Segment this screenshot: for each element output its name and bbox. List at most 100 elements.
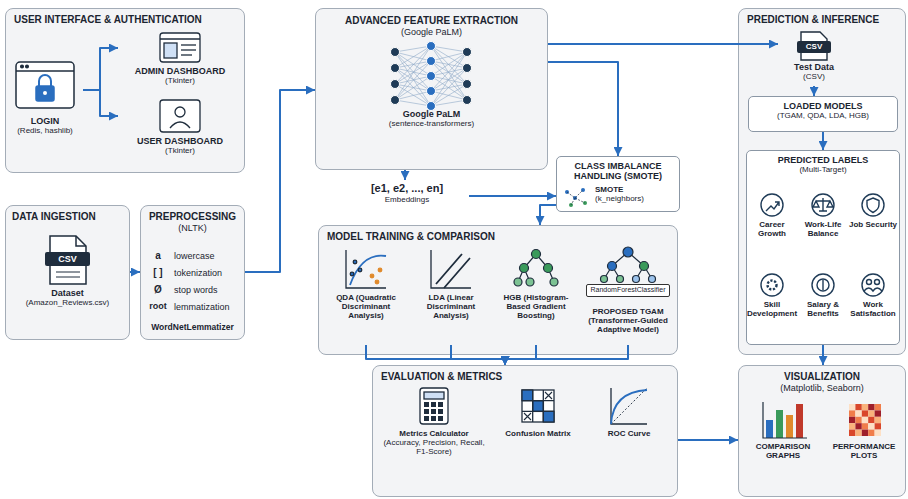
node-text: (CSV) [780,72,848,81]
tgam-tree-icon [601,247,656,283]
node-title: ROC Curve [588,429,670,438]
step-name: lemmatization [174,302,240,312]
process-box: LOADED MODELS(TGAM, QDA, LDA, HGB) [748,96,898,132]
flow-arrow [245,90,315,272]
step-symbol: root [146,301,170,311]
flow-arrow [130,271,140,273]
node-title: DATA INGESTION [12,211,123,223]
node-text: (Google PaLM) [322,27,541,37]
step-symbol: [ ] [146,267,170,279]
predicted-label: Career Growth [746,220,798,238]
comparison-bars-icon [763,402,807,438]
lda-icon [431,250,471,288]
node-text: (Multi-Target) [751,165,895,174]
flow-arrow [548,62,618,156]
flow-arrow [505,345,536,365]
smote-icon [565,188,587,207]
hgb-icon [514,250,558,287]
step-symbol: a [146,250,170,262]
node-title: MODEL TRAINING & COMPARISON [327,231,669,243]
node-text: (Redis, hashlib) [9,126,81,135]
flow-arrow [540,205,556,225]
metric-node: ROC Curve [586,385,672,455]
predicted-label: Skill Development [746,300,798,318]
step-name: lowercase [174,251,240,261]
node-text: WordNetLemmatizer [145,323,240,333]
file-type: CSV [797,41,831,53]
group-panel: EVALUATION & METRICSMetrics Calculator(A… [372,365,678,497]
flow-arrow [83,48,118,90]
node-title: EVALUATION & METRICS [381,371,669,383]
node-text: SMOTE [561,185,675,194]
node-text: Embeddings [347,195,467,204]
step-symbol: Ø [146,284,170,296]
node-title: Test Data [780,62,848,72]
user-dashboard-icon [160,100,200,132]
node-title: HGB (Histogram-Based Gradient Boosting) [496,293,576,321]
flow-arrow [822,345,824,365]
label-icons [761,194,884,296]
node-text: (Accuracy, Precision, Recall, F1-Score) [380,438,488,456]
node-title: [e1, e2, ..., en] [347,182,467,195]
flow-arrow [469,195,556,197]
node-title: PERFORMANCE PLOTS [828,442,900,460]
flow-arrow [548,43,778,45]
confusion-matrix-icon [522,390,554,422]
file-type: CSV [45,252,90,266]
node-text: (Tkinter) [120,146,240,155]
group-panel: MODEL TRAINING & COMPARISON QDA (Quadrati… [318,225,678,355]
node-text: (sentence-transformers) [322,119,541,128]
predicted-label: Job Security [847,220,899,229]
node-title: COMPARISON GRAPHS [746,442,820,460]
node-title: PROPOSED TGAM (Transformer-Guided Adapti… [582,307,674,335]
flow-arrow [813,86,815,96]
node-title: PREDICTION & INFERENCE [747,14,897,26]
test-data-file-icon [797,32,831,60]
neural-network-icon [391,42,472,111]
node-text: (Matplotlib, Seaborn) [745,383,899,393]
flow-arrow [678,439,738,441]
qda-icon [346,250,386,288]
predicted-label: Salary & Benefits [797,300,849,318]
node-text: (k_neighbors) [561,194,675,203]
node-title: LDA (Linear Discriminant Analysis) [412,293,490,321]
node-text: (TGAM, QDA, LDA, HGB) [753,111,893,120]
node-text: (NLTK) [145,223,240,233]
roc-curve-icon [611,388,647,424]
node-title: QDA (Quadratic Discriminant Analysis) [326,293,406,321]
node-title: VISUALIZATION [745,371,899,383]
classifier-tag: RandomForestClassifier [586,284,669,297]
node-title: CLASS IMBALANCE HANDLING (SMOTE) [561,161,675,182]
node-title: USER DASHBOARD [120,136,240,146]
node-text: (Tkinter) [120,76,240,85]
node-title: Dataset [12,288,123,298]
model-node: HGB (Histogram-Based Gradient Boosting) [494,245,578,345]
node-title: PREPROCESSING [145,211,240,223]
process-box: CLASS IMBALANCE HANDLING (SMOTE) SMOTE(k_… [556,156,680,212]
calculator-icon [420,388,448,424]
node-title: RandomForestClassifier [590,286,665,294]
node-title: LOGIN [9,116,81,126]
embedding-node: [e1, e2, ..., en]Embeddings [345,180,469,212]
admin-dashboard-icon [160,33,200,62]
flow-arrow [404,170,406,180]
node-title: ADVANCED FEATURE EXTRACTION [322,15,541,27]
flow-arrow [83,90,118,116]
node-title: LOADED MODELS [753,101,893,111]
predicted-label: Work Satisfaction [847,300,899,318]
node-title: ADMIN DASHBOARD [120,66,240,76]
node-title: Confusion Matrix [498,429,578,438]
model-node: LDA (Linear Discriminant Analysis) [410,245,492,345]
predicted-label: Work-Life Balance [797,220,849,238]
flow-arrow [822,132,824,150]
flow-arrow [366,345,505,365]
node-title: PREDICTED LABELS [751,155,895,165]
dataset-file-icon [45,236,90,284]
node-text: (Amazon_Reviews.csv) [12,298,123,307]
step-name: stop words [174,285,240,295]
node-title: USER INTERFACE & AUTHENTICATION [14,14,236,26]
flow-arrow [451,345,505,365]
login-icon [16,62,74,108]
flow-arrow [505,345,628,365]
model-node: PROPOSED TGAM (Transformer-Guided Adapti… [580,245,676,345]
